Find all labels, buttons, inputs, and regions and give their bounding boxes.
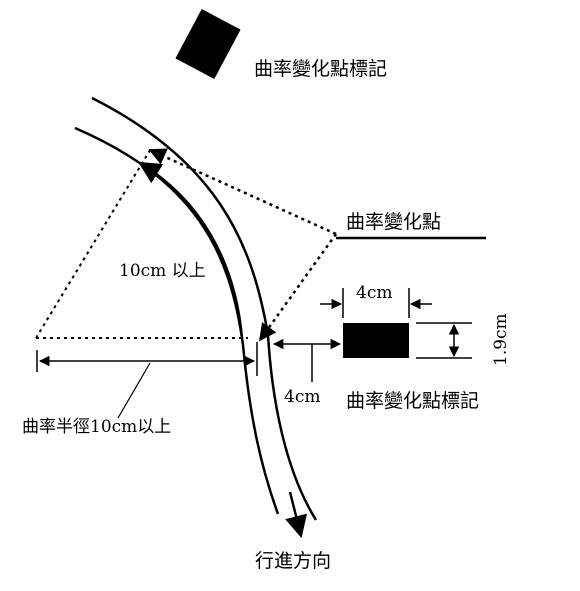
radius-label: 曲率半徑10cm以上	[22, 417, 171, 437]
top-marker-block	[175, 8, 241, 80]
road-inner-edge	[74, 126, 280, 515]
curve-change-point-label: 曲率變化點	[346, 211, 441, 233]
marker-width-label: 4cm	[356, 283, 392, 303]
direction-arrow	[285, 491, 308, 539]
marker-top-label: 曲率變化點標記	[254, 58, 387, 80]
marker-bottom-label: 曲率變化點標記	[346, 390, 479, 412]
leader-dotted-upper	[148, 148, 337, 236]
leader-dotted-lower	[258, 233, 338, 342]
marker-offset-label: 4cm	[284, 387, 320, 407]
radius-label-leader	[117, 362, 151, 419]
road-outer-edge	[91, 96, 318, 521]
marker-height-label: 1.9cm	[491, 313, 511, 366]
radius-triangle-dotted	[35, 146, 248, 339]
arc-length-arrow	[138, 161, 244, 339]
side-marker-block	[343, 323, 409, 358]
direction-label: 行進方向	[255, 550, 331, 572]
arc-length-label: 10cm 以上	[119, 261, 206, 281]
